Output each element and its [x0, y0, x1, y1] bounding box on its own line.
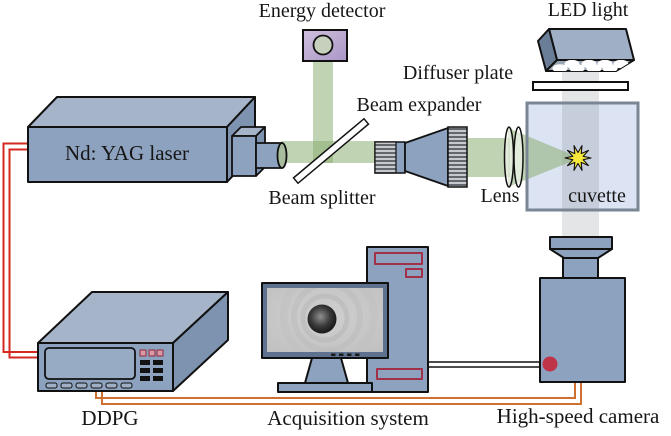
label-led-light: LED light [547, 0, 629, 21]
laser-spark-icon [564, 145, 592, 171]
label-ddpg: DDPG [81, 406, 139, 430]
sync-wire-orange [95, 383, 582, 405]
bubble-image [307, 304, 337, 334]
label-nd-yag-laser: Nd: YAG laser [64, 141, 190, 165]
ddpg-display [44, 347, 136, 380]
label-diffuser-plate: Diffuser plate [402, 62, 514, 84]
pc-tower-slots [374, 252, 423, 380]
camera-hood [549, 236, 613, 250]
energy-detector [302, 29, 348, 62]
label-beam-splitter: Beam splitter [268, 187, 376, 209]
beam-expanded [465, 138, 510, 177]
beam-expander [374, 126, 468, 188]
label-beam-expander: Beam expander [356, 94, 482, 116]
ddpg-generator [37, 291, 229, 392]
red-wire-outer [2, 142, 42, 353]
lens-elements [503, 126, 524, 188]
beam-vertical-to-detector [313, 59, 333, 163]
high-speed-camera [539, 236, 626, 383]
orange-wire-outer [95, 383, 576, 399]
acquisition-computer [261, 246, 429, 393]
expander-entry-ribs [374, 141, 397, 174]
beam-splitter-plate [292, 117, 370, 185]
led-light [537, 28, 635, 72]
label-acquisition-system: Acquisition system [267, 406, 429, 430]
cuvette-wall [525, 101, 640, 212]
camera-hood-taper [549, 248, 613, 259]
laser-front-face [27, 126, 228, 183]
expander-exit-ribs [447, 126, 468, 188]
laser-trigger-wire-red [2, 142, 42, 359]
nd-yag-laser [27, 96, 288, 183]
lens-element-1 [503, 126, 515, 188]
label-lens: Lens [480, 185, 520, 207]
monitor-buttons [331, 353, 360, 356]
monitor-screen [267, 288, 383, 352]
monitor-base [277, 382, 373, 393]
led-top-face [548, 28, 635, 61]
laser-nozzle-cap [276, 142, 288, 169]
ddpg-indicator-buttons [139, 349, 164, 357]
detector-aperture [312, 34, 334, 56]
camera-lens-neck [562, 257, 599, 280]
diffuser-plate [532, 81, 629, 91]
expander-cone [404, 127, 449, 187]
laser-top-face [27, 96, 256, 128]
monitor-stand [304, 357, 349, 384]
laser-port-front [231, 135, 257, 177]
red-wire-inner [8, 148, 42, 359]
ddpg-button-row [45, 382, 133, 389]
orange-wire-inner [101, 383, 582, 405]
splitter-glass [292, 117, 370, 185]
label-high-speed-camera: High-speed camera [496, 404, 660, 428]
label-cuvette: cuvette [568, 185, 626, 207]
lens-element-2 [513, 126, 524, 188]
label-energy-detector: Energy detector [258, 0, 386, 22]
ddpg-keypad [140, 360, 163, 381]
camera-data-cable [425, 361, 546, 368]
camera-knob [542, 356, 558, 372]
diffuser-glass [532, 81, 629, 91]
